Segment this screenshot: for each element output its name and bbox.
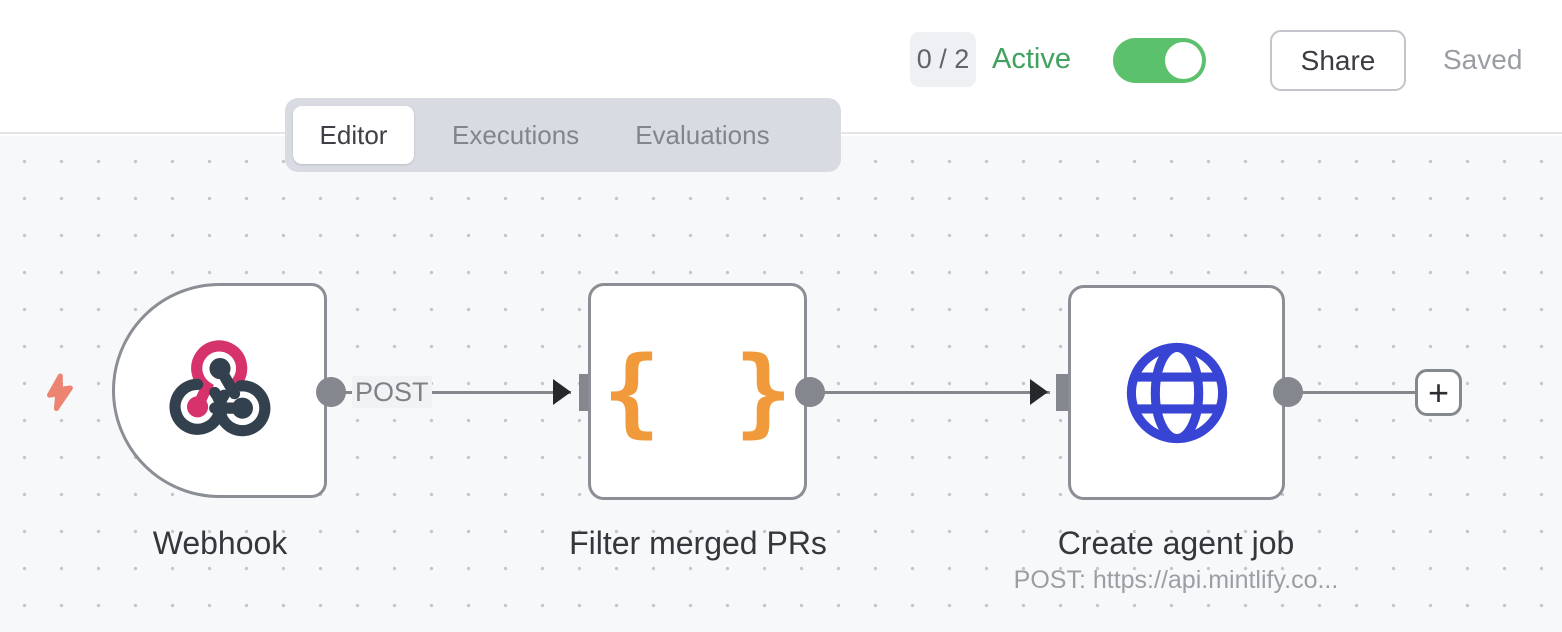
share-button[interactable]: Share [1270, 30, 1406, 91]
connection-http-to-add[interactable] [1288, 391, 1420, 394]
node-create-agent-job[interactable] [1068, 285, 1285, 500]
active-toggle[interactable] [1113, 38, 1206, 83]
arrowhead-icon [1030, 379, 1048, 405]
add-node-button[interactable]: + [1415, 369, 1462, 416]
arrowhead-icon [553, 379, 571, 405]
node-subtitle-http-url: POST: https://api.mintlify.co... [1013, 566, 1339, 594]
output-connector[interactable] [316, 377, 346, 407]
tab-evaluations[interactable]: Evaluations [635, 119, 770, 150]
execution-counter-badge: 0 / 2 [910, 32, 976, 87]
tab-editor[interactable]: Editor [293, 106, 414, 164]
node-webhook[interactable] [112, 283, 327, 498]
node-title-webhook: Webhook [152, 525, 288, 561]
node-title-filter: Filter merged PRs [569, 525, 827, 561]
tab-executions[interactable]: Executions [452, 119, 580, 150]
output-connector[interactable] [795, 377, 825, 407]
active-toggle-knob [1165, 42, 1202, 79]
connection-webhook-to-filter[interactable] [331, 391, 571, 394]
lightning-bolt-icon [47, 373, 73, 411]
saved-status: Saved [1443, 44, 1523, 75]
code-braces-icon: { } [602, 335, 801, 448]
webhook-icon [168, 339, 270, 436]
workflow-canvas[interactable]: POST { } [0, 136, 1562, 632]
node-filter-merged-prs[interactable]: { } [588, 283, 807, 500]
connection-filter-to-http[interactable] [810, 391, 1050, 394]
node-title-create-agent-job: Create agent job [1057, 525, 1295, 561]
globe-icon [1126, 342, 1227, 443]
active-label: Active [992, 43, 1071, 75]
output-connector[interactable] [1273, 377, 1303, 407]
edge-label-post: POST [352, 376, 432, 408]
view-tabbar: Editor Executions Evaluations [285, 98, 841, 172]
